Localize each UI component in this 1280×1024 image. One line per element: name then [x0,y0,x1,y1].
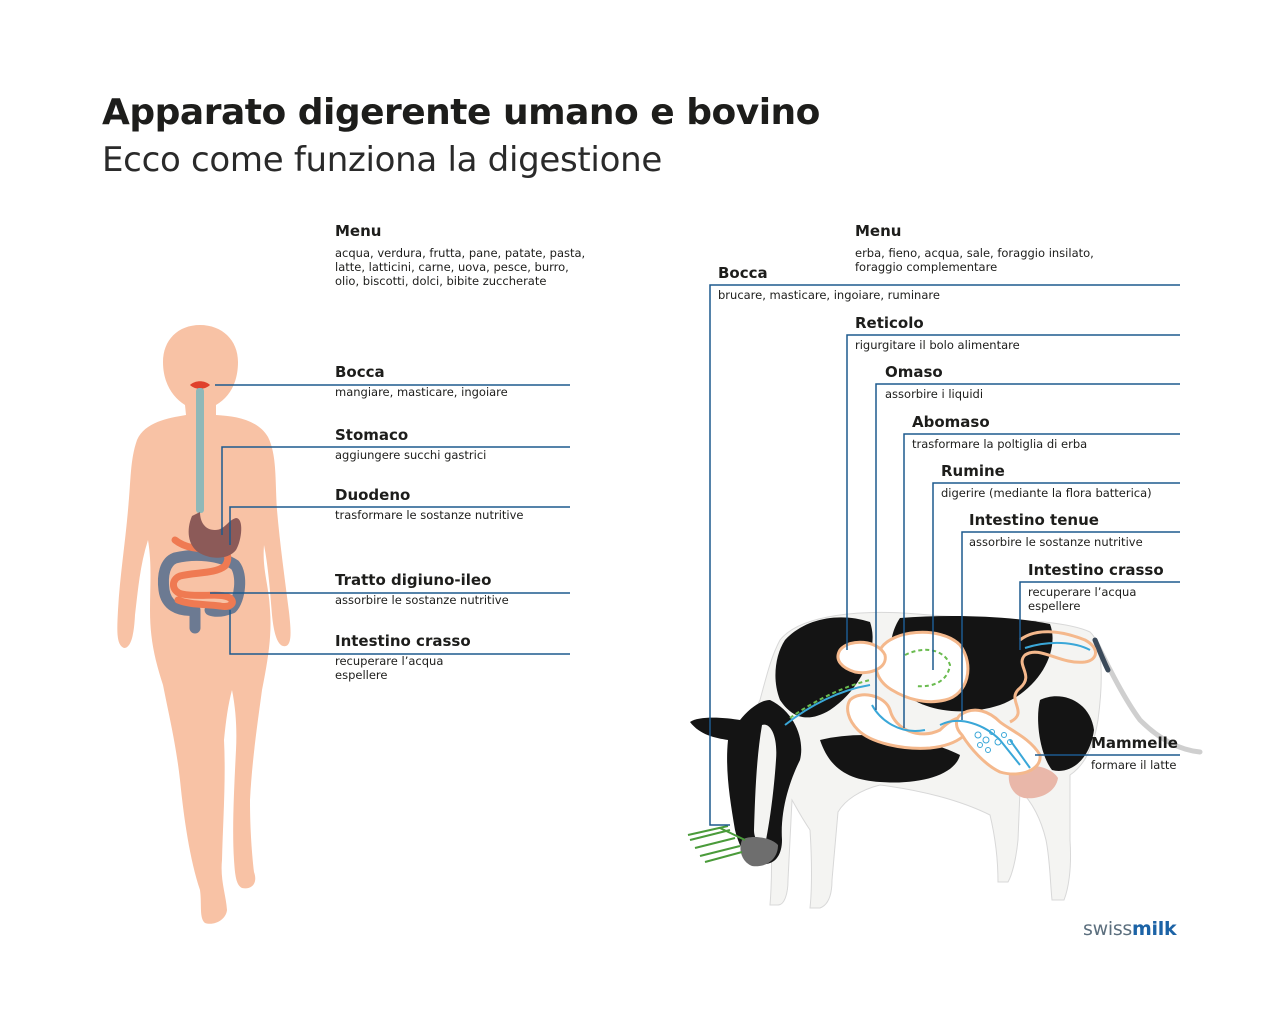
logo-part-milk: milk [1132,918,1177,940]
organ-function: recuperare l’acqua [335,654,444,668]
logo-part-swiss: swiss [1083,918,1133,940]
organ-function: espellere [1028,599,1081,613]
human-esophagus [196,388,204,513]
cow-label-bocca: Bocca brucare, masticare, ingoiare, rumi… [718,264,940,302]
grass [687,825,746,863]
cow-label-omaso: Omaso assorbire i liquidi [885,363,983,401]
leader-line-cow-crasso [1019,581,1180,650]
organ-name: Rumine [941,462,1005,480]
organ-name: Bocca [335,363,385,381]
organ-name: Intestino tenue [969,511,1099,529]
cow-label-abomaso: Abomaso trasformare la poltiglia di erba [912,413,1087,451]
rumination-flow-arrows [789,648,952,719]
human-label-duodeno: Duodeno trasformare le sostanze nutritiv… [335,486,524,522]
organ-name: Intestino crasso [1028,561,1164,579]
cow-label-reticolo: Reticolo rigurgitare il bolo alimentare [855,314,1020,352]
leader-line-human-duodeno [229,506,570,545]
cow-menu-line: erba, fieno, acqua, sale, foraggio insil… [855,246,1094,260]
leader-line-cow-omaso [875,383,1180,710]
organ-name: Duodeno [335,486,411,504]
cow-large-intestine-loop [1009,630,1097,724]
cow-label-rumine: Rumine digerire (mediante la flora batte… [941,462,1152,500]
swissmilk-logo: swissmilk [1083,918,1177,940]
human-silhouette [117,325,291,924]
cow-menu-title: Menu [855,222,902,240]
human-figure [117,325,291,924]
cow-reticulum [836,640,887,675]
organ-name: Bocca [718,264,768,282]
human-menu: Menu acqua, verdura, frutta, pane, patat… [335,222,585,288]
human-label-intestino-crasso: Intestino crasso recuperare l’acqua espe… [335,632,471,682]
organ-function: assorbire i liquidi [885,387,984,401]
organ-name: Abomaso [912,413,990,431]
human-menu-title: Menu [335,222,382,240]
human-label-bocca: Bocca mangiare, masticare, ingoiare [335,363,508,399]
organ-name: Stomaco [335,426,409,444]
page-subtitle: Ecco come funziona la digestione [102,140,662,180]
organ-function: mangiare, masticare, ingoiare [335,385,508,399]
leader-line-cow-reticolo [846,334,1180,650]
leader-line-human-stomaco [221,446,570,535]
leader-line-human-crasso [229,610,570,655]
cow-digestive-system [784,630,1097,776]
digestive-flow-arrows [784,641,1091,769]
organ-function: aggiungere succhi gastrici [335,448,487,462]
organ-function: formare il latte [1091,758,1177,772]
human-leader-lines [210,384,570,655]
organ-name: Omaso [885,363,943,381]
organ-function: digerire (mediante la flora batterica) [941,486,1152,500]
organ-function: recuperare l’acqua [1028,585,1137,599]
cow-tail-dark [1092,637,1111,673]
organ-name: Reticolo [855,314,924,332]
human-lips [190,381,210,389]
organ-name: Tratto digiuno-ileo [335,571,492,589]
leader-line-cow-bocca [709,284,1180,826]
human-stomach [188,512,242,558]
human-menu-line: olio, biscotti, dolci, bibite zuccherate [335,274,547,288]
cow-leader-lines [709,284,1180,826]
human-menu-line: acqua, verdura, frutta, pane, patate, pa… [335,246,586,260]
human-label-digiuno-ileo: Tratto digiuno-ileo assorbire le sostanz… [335,571,509,607]
cow-menu-line: foraggio complementare [855,260,998,274]
cow-intestines [955,708,1042,776]
organ-function: brucare, masticare, ingoiare, ruminare [718,288,940,302]
cow-menu: Menu erba, fieno, acqua, sale, foraggio … [855,222,1094,274]
bacteria-bubbles [974,729,1013,753]
leader-line-cow-rumine [932,482,1180,670]
organ-function: rigurgitare il bolo alimentare [855,338,1020,352]
cow-patch-shoulder [775,617,873,718]
cow-rumen [874,630,970,704]
leader-line-cow-abomaso [903,433,1180,728]
leader-line-cow-tenue [961,531,1180,720]
organ-name: Mammelle [1091,734,1178,752]
organ-function: espellere [335,668,388,682]
cow-label-intestino-tenue: Intestino tenue assorbire le sostanze nu… [969,511,1143,549]
organ-name: Intestino crasso [335,632,471,650]
organ-function: assorbire le sostanze nutritive [969,535,1143,549]
cow-label-mammelle: Mammelle formare il latte [1091,734,1178,772]
organ-function: trasformare la poltiglia di erba [912,437,1088,451]
cow-patch-rear [1038,696,1094,771]
organ-function: assorbire le sostanze nutritive [335,593,509,607]
human-label-stomaco: Stomaco aggiungere succhi gastrici [335,426,486,462]
cow-muzzle [740,837,778,867]
cow-figure [687,611,1203,909]
cow-label-intestino-crasso: Intestino crasso recuperare l’acqua espe… [1028,561,1164,613]
organ-function: trasformare le sostanze nutritive [335,508,524,522]
page-title: Apparato digerente umano e bovino [102,92,820,133]
human-menu-line: latte, latticini, carne, uova, pesce, bu… [335,260,569,274]
cow-head-blaze [754,724,777,842]
